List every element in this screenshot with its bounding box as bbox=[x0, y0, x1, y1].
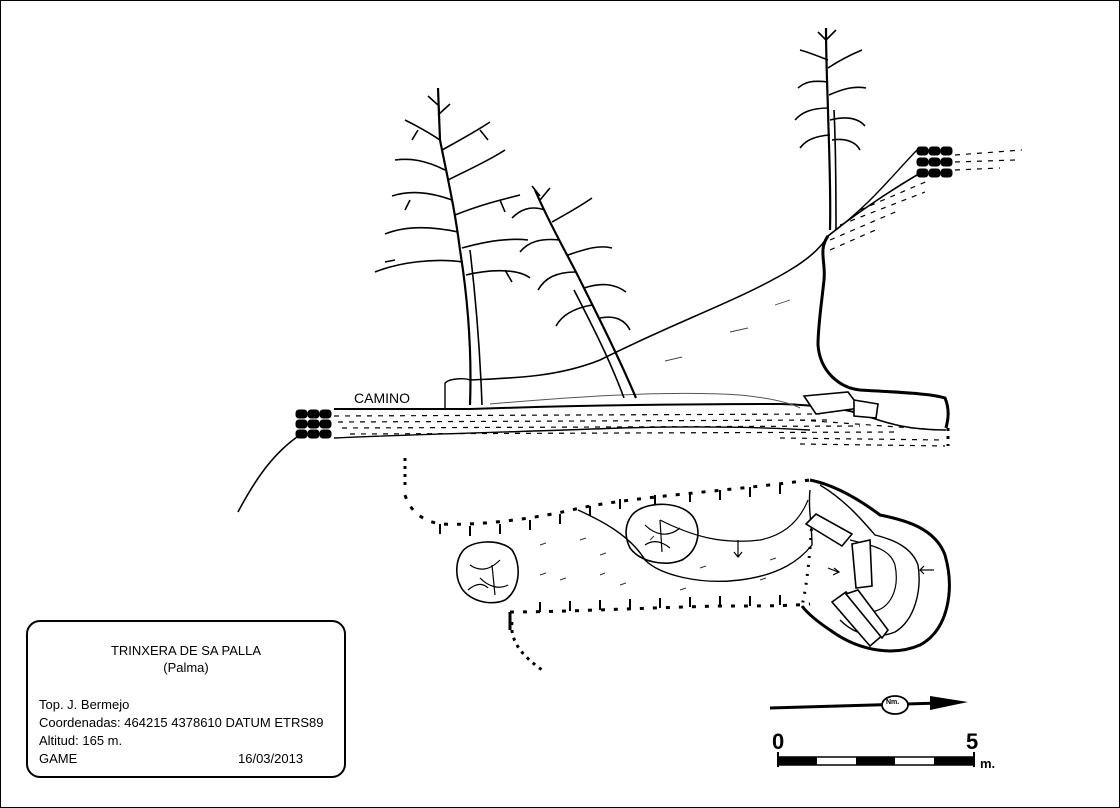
entrance-dotted-bottom bbox=[510, 621, 546, 674]
tree-left-icon bbox=[374, 87, 531, 406]
ground-bottom-line bbox=[333, 426, 811, 439]
tree-middle-icon bbox=[511, 185, 638, 399]
left-slope-line bbox=[237, 436, 298, 513]
slope-main-line bbox=[469, 174, 918, 381]
slope-marks bbox=[664, 299, 791, 362]
slope-arrows bbox=[733, 540, 934, 576]
north-arrow-icon bbox=[769, 695, 968, 715]
funnel-contour-2 bbox=[659, 499, 809, 542]
coordinates-text: Coordenadas: 464215 4378610 DATUM ETRS89 bbox=[39, 715, 324, 730]
boulder-middle-icon bbox=[625, 503, 699, 564]
scale-end-label: 5 bbox=[966, 729, 979, 754]
cave-wall-line bbox=[816, 235, 950, 429]
camino-label: CAMINO bbox=[354, 390, 410, 406]
slope-upper-line bbox=[827, 149, 918, 237]
cave-title: TRINXERA DE SA PALLA bbox=[110, 643, 262, 658]
title-block: TRINXERA DE SA PALLA (Palma) Top. J. Ber… bbox=[26, 620, 346, 778]
ground-line bbox=[334, 402, 861, 415]
boulder-left-icon bbox=[456, 541, 519, 604]
section-blocks bbox=[802, 391, 879, 419]
wall-ticks bbox=[439, 484, 781, 612]
rock-outline bbox=[444, 378, 471, 409]
chamber-blocks bbox=[804, 513, 889, 648]
floor-marks bbox=[539, 535, 777, 591]
surveyor-text: Top. J. Bermejo bbox=[39, 697, 130, 712]
chamber-entrance-dots bbox=[800, 519, 814, 607]
group-text: GAME bbox=[39, 751, 78, 766]
scale-bar bbox=[777, 752, 975, 767]
wall-block-left-icon bbox=[295, 409, 332, 439]
survey-date: 16/03/2013 bbox=[238, 751, 304, 766]
altitude-text: Altitud: 165 m. bbox=[39, 733, 123, 748]
wall-block-right-icon bbox=[916, 146, 953, 178]
chamber-outline bbox=[800, 478, 951, 653]
cave-location: (Palma) bbox=[163, 660, 209, 675]
plan-view bbox=[403, 458, 951, 674]
plan-top-wall bbox=[403, 478, 811, 526]
fill-surface-line bbox=[489, 392, 801, 409]
tree-right-icon bbox=[794, 27, 867, 231]
scale-unit-label: m. bbox=[980, 756, 996, 771]
section-view bbox=[237, 27, 1023, 513]
scale-start-label: 0 bbox=[772, 729, 785, 754]
north-arrow-label: Nm. bbox=[886, 699, 900, 706]
soil-dashes bbox=[333, 149, 1023, 447]
